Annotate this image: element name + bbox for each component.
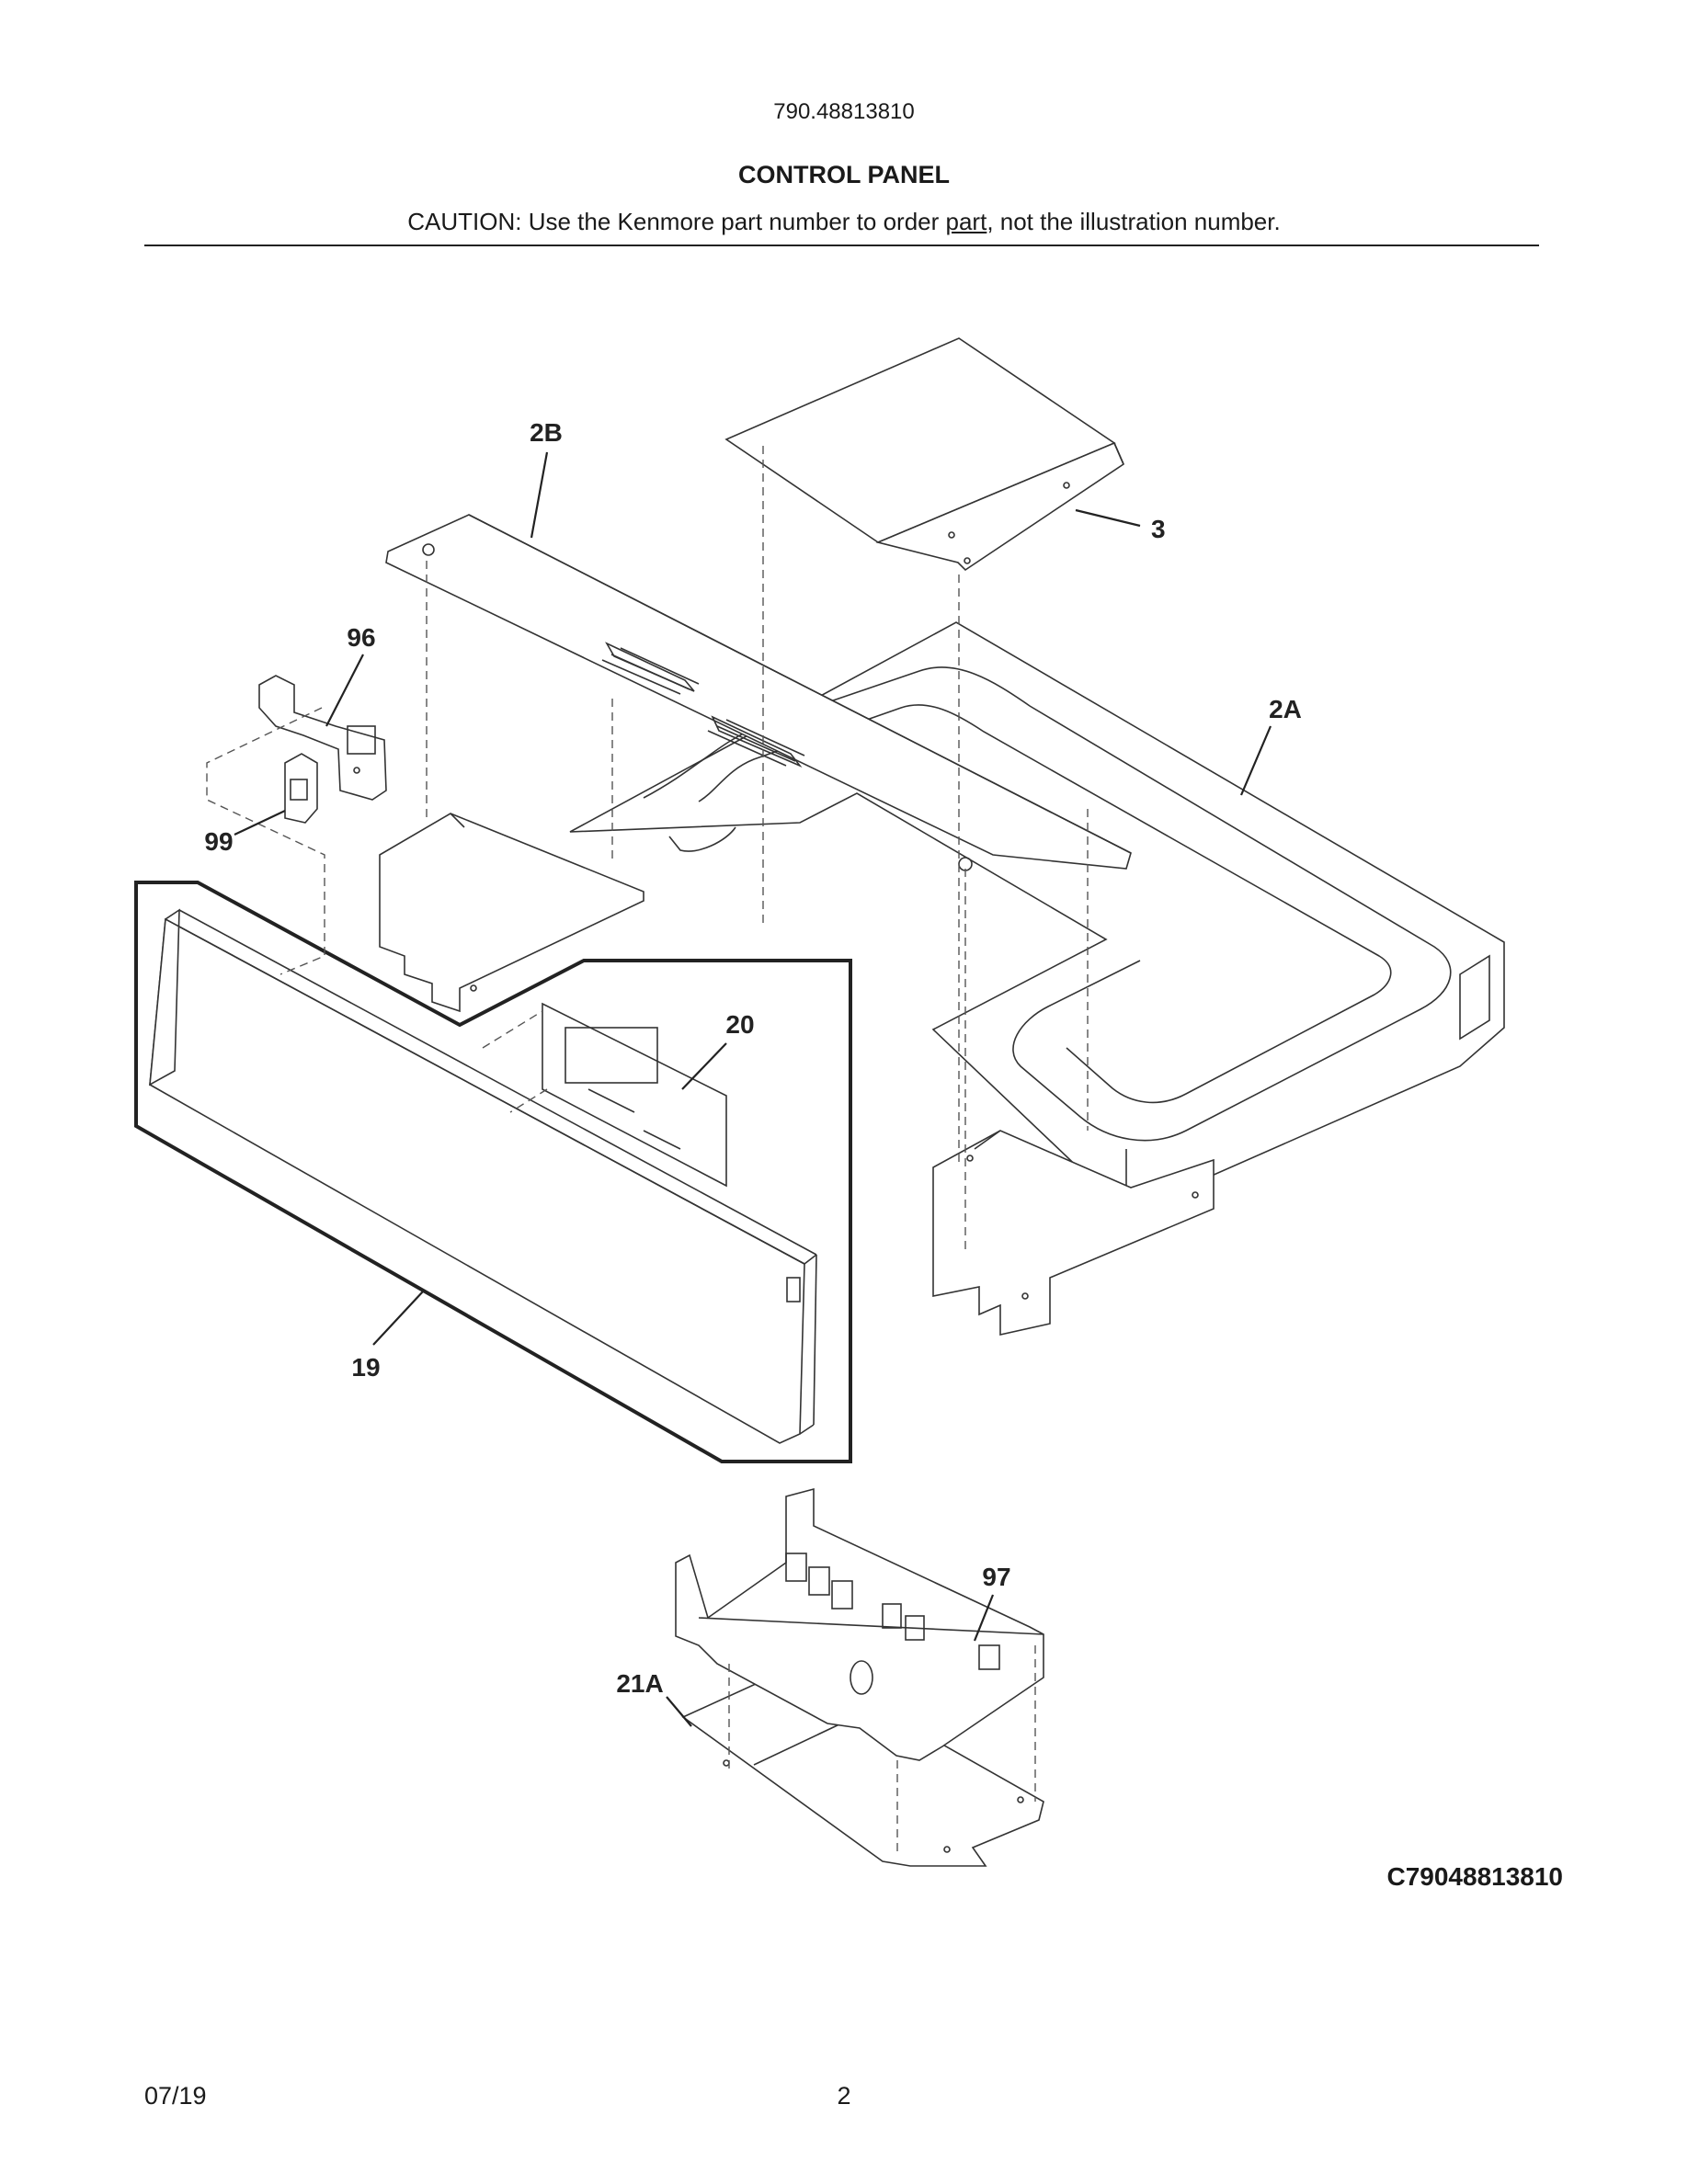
part-19-front-panel [149,908,817,1444]
model-number: 790.48813810 [773,99,915,124]
header-divider [144,245,1539,246]
diagram-code: C79048813810 [1386,1862,1563,1891]
inset-frame [134,881,852,1463]
part-3-cover-plate [724,337,1125,572]
callout-2a: 2A [1269,695,1302,723]
callout-97: 97 [982,1563,1010,1591]
caution-underlined-word: part [945,208,987,235]
callout-20: 20 [725,1010,754,1039]
part-2a-side-bracket [932,1130,1215,1336]
callout-96: 96 [347,623,375,652]
part-99-clip [284,753,318,824]
callout-99: 99 [204,827,233,856]
caution-suffix: , not the illustration number. [987,208,1281,235]
leader-lines [234,451,1272,1727]
callout-21a: 21A [616,1669,663,1698]
footer-date: 07/19 [144,2082,207,2110]
part-96-bracket [258,675,387,801]
left-side-bracket [379,813,644,1013]
callout-3: 3 [1151,515,1166,543]
part-97-control-board [675,1487,1044,1761]
page-number: 2 [837,2082,851,2110]
caution-note: CAUTION: Use the Kenmore part number to … [0,208,1688,236]
alignment-lines [206,446,1089,1857]
callout-2b: 2B [530,418,563,447]
page-title: CONTROL PANEL [737,161,950,188]
part-20-display-board [542,1002,727,1188]
part-2b-top-bracket [385,514,1132,871]
caution-prefix: CAUTION: Use the Kenmore part number to … [407,208,946,235]
callout-19: 19 [351,1353,380,1382]
callout-labels: 2B 3 96 2A 99 20 19 97 21A [204,418,1301,1698]
